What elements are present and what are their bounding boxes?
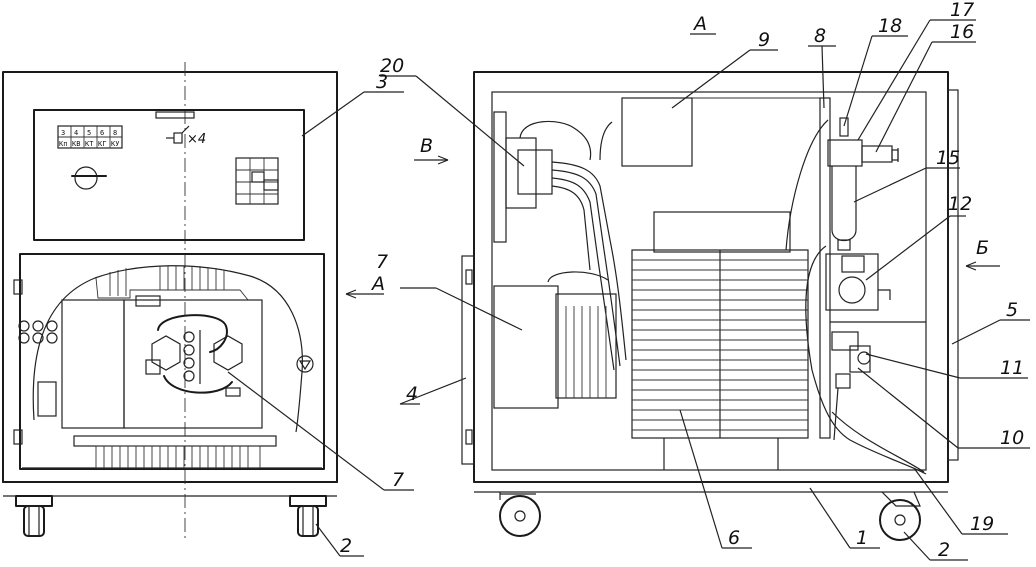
- side-view: В Б А: [414, 13, 1000, 541]
- label-9: 9: [758, 29, 770, 51]
- front-view: 3 4 5 6 8 Кп КВ КТ КГ КУ ×4: [2, 62, 385, 540]
- side-caster-right: [879, 491, 921, 541]
- view-mark-a-left: А: [370, 273, 385, 295]
- contactor-assembly: [145, 314, 243, 397]
- front-lower-compartment: [19, 253, 325, 470]
- left-small-part: [37, 381, 57, 417]
- terminal-block: [235, 157, 279, 205]
- label-5: 5: [1006, 299, 1018, 321]
- center-component-block: [123, 299, 263, 429]
- front-cabinet-outline: [2, 71, 338, 483]
- label-7-left-arrow: 7: [376, 251, 388, 273]
- label-2-left: 2: [340, 535, 352, 557]
- label-18: 18: [878, 15, 902, 37]
- air-hose-upper: [785, 119, 829, 251]
- label-19: 19: [970, 513, 994, 535]
- label-7-left: 7: [392, 469, 404, 491]
- panel-table-top-4: 8: [113, 129, 117, 137]
- panel-table-top-0: 3: [61, 129, 65, 137]
- panel-slot: [155, 111, 195, 119]
- rotary-switch: [71, 166, 107, 190]
- front-panel-edge: [461, 255, 475, 465]
- valve-assembly: [831, 331, 871, 441]
- front-hinge-top: [13, 279, 23, 295]
- side-caster-left: [499, 492, 541, 537]
- panel-table-bot-0: Кп: [59, 140, 67, 148]
- label-20: 20: [380, 55, 404, 77]
- component-9-box: [621, 97, 693, 167]
- filter-15: [827, 117, 899, 251]
- panel-table-top-2: 5: [87, 129, 91, 137]
- label-4: 4: [406, 383, 418, 405]
- label-2-right: 2: [938, 539, 950, 561]
- cutaway-outline: [32, 265, 303, 433]
- leader-lines: [227, 19, 1030, 561]
- mounting-plate-20: [493, 111, 507, 243]
- front-hinge-bottom: [13, 429, 23, 445]
- control-panel: [33, 109, 305, 241]
- panel-table-bot-3: КГ: [98, 140, 106, 148]
- side-inner-frame: [491, 91, 927, 471]
- cutaway-hatching: [109, 266, 225, 296]
- component-7-box: [493, 285, 559, 409]
- label-3: 3: [376, 71, 388, 93]
- side-cabinet-outline: [473, 71, 949, 483]
- indicator-lamps: ×4: [166, 125, 206, 147]
- view-mark-b-right: Б: [976, 237, 989, 259]
- panel-table-top-1: 4: [74, 129, 78, 137]
- label-6: 6: [728, 527, 740, 549]
- component-20-coil: [517, 149, 553, 195]
- regulator-12: [825, 253, 891, 311]
- label-12: 12: [948, 193, 972, 215]
- label-11: 11: [1000, 357, 1024, 379]
- component-20-body: [505, 137, 537, 209]
- mounting-rail: [73, 435, 277, 447]
- warning-symbol: [296, 355, 314, 373]
- label-15: 15: [936, 147, 960, 169]
- panel-table-top-3: 6: [100, 129, 104, 137]
- panel-table: 3 4 5 6 8 Кп КВ КТ КГ КУ: [57, 125, 123, 149]
- indicator-multiplier: ×4: [187, 132, 206, 147]
- bottom-radiator: [95, 445, 261, 469]
- side-door-panel: [947, 89, 959, 461]
- label-16: 16: [950, 21, 974, 43]
- panel-table-bot-2: КТ: [85, 140, 94, 148]
- label-10: 10: [1000, 427, 1024, 449]
- front-caster-right: [289, 495, 327, 537]
- label-8: 8: [814, 25, 826, 47]
- panel-table-bot-1: КВ: [72, 140, 80, 148]
- transformer-6: [631, 211, 809, 470]
- callout-labels: 7 3 7 2 20 4 9 8 18 17 16 15 12 5 11 10 …: [340, 0, 1024, 561]
- component-rack: [819, 97, 831, 439]
- view-mark-a-top: А: [692, 13, 707, 35]
- left-component-block: [61, 299, 125, 429]
- panel-table-bot-4: КУ: [111, 140, 119, 148]
- component-7-fins: [555, 293, 617, 399]
- view-mark-b-left: В: [420, 135, 433, 157]
- label-17: 17: [950, 0, 974, 21]
- label-1: 1: [856, 527, 868, 549]
- air-hose-lower: [805, 245, 927, 475]
- front-caster-left: [15, 495, 53, 537]
